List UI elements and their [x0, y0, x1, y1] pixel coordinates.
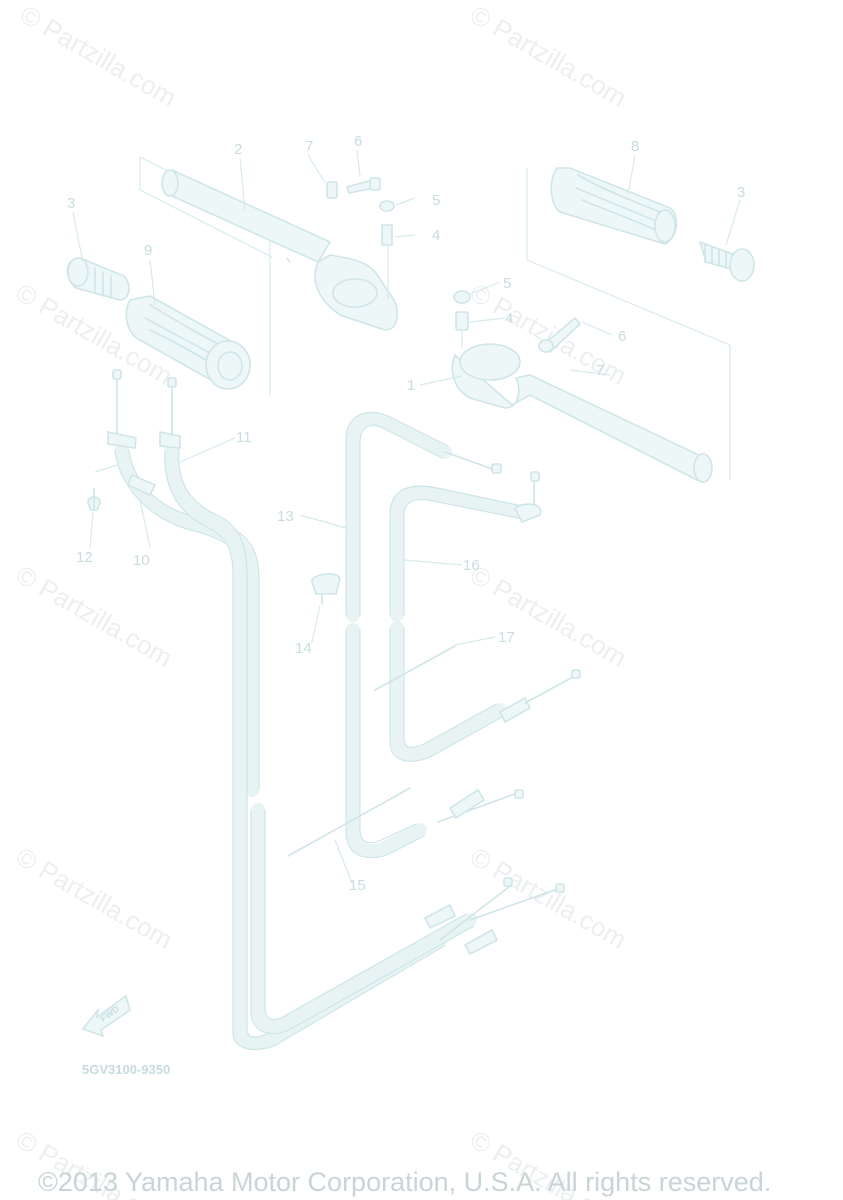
right-bar-end	[698, 240, 755, 282]
callout-3: 3	[737, 184, 745, 201]
callout-5: 5	[503, 275, 511, 292]
callout-6: 6	[354, 133, 362, 150]
callout-9: 9	[144, 242, 152, 259]
right-handlebar	[451, 168, 731, 483]
callout-12: 12	[76, 549, 93, 566]
left-bar-end	[66, 257, 130, 301]
left-handlebar	[139, 156, 399, 395]
leader-lines	[72, 149, 741, 884]
callout-4: 4	[432, 227, 440, 244]
left-grip	[125, 295, 251, 390]
watermark: © Partzilla.com	[15, 0, 182, 113]
cables	[94, 369, 581, 1051]
callout-16: 16	[463, 557, 480, 574]
callout-11: 11	[236, 429, 252, 446]
callout-13: 13	[277, 508, 294, 525]
left-hardware	[326, 177, 395, 300]
screw-12	[87, 487, 101, 511]
callout-4: 4	[505, 310, 513, 327]
watermark: © Partzilla.com	[465, 0, 632, 113]
watermark: © Partzilla.com	[11, 559, 178, 673]
callout-8: 8	[631, 138, 639, 155]
watermark: © Partzilla.com	[11, 841, 178, 955]
copyright-notice: ©2013 Yamaha Motor Corporation, U.S.A. A…	[38, 1167, 771, 1197]
callout-7: 7	[596, 362, 604, 379]
right-hardware	[453, 290, 582, 354]
callout-1: 1	[407, 377, 415, 394]
watermark: © Partzilla.com	[465, 559, 632, 673]
callout-labels: 2 7 6 5 4 3 9 8 3 5 4 6 7 1 11 13 16 12 …	[67, 133, 745, 894]
callout-5: 5	[432, 192, 440, 209]
callout-10: 10	[133, 552, 150, 569]
fwd-arrow: FWD	[81, 994, 131, 1038]
callout-15: 15	[349, 877, 366, 894]
clamp-14	[311, 573, 341, 605]
right-grip	[550, 167, 678, 245]
callout-14: 14	[295, 640, 312, 657]
callout-6: 6	[618, 328, 626, 345]
callout-7: 7	[305, 138, 313, 155]
diagram-code: 5GV3100-9350	[82, 1062, 170, 1077]
callout-2: 2	[234, 141, 242, 158]
callout-3: 3	[67, 195, 75, 212]
callout-17: 17	[498, 629, 515, 646]
